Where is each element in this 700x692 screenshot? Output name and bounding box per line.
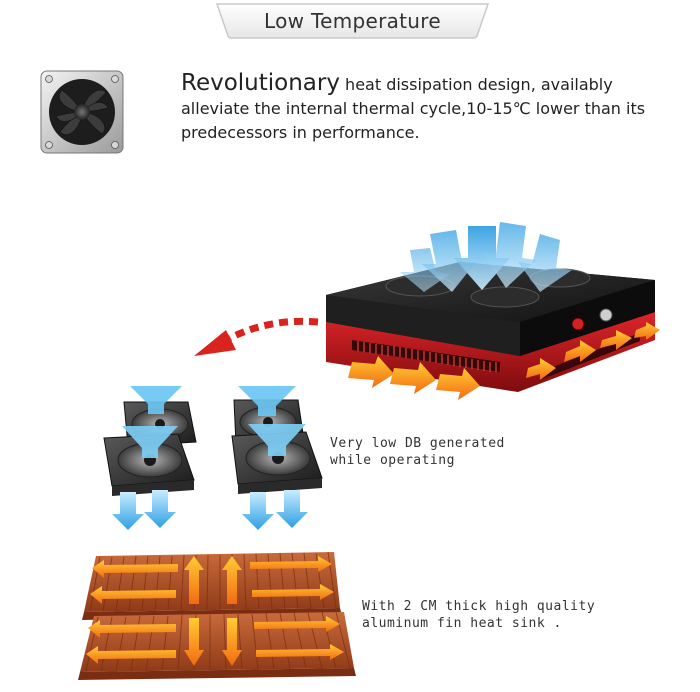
intro-description: Revolutionary heat dissipation design, a… (181, 70, 661, 145)
fans-caption-line-1: Very low DB generated (330, 436, 505, 451)
section-header: Low Temperature (215, 2, 490, 40)
intro-lead: Revolutionary (181, 70, 340, 96)
page-title: Low Temperature (264, 9, 441, 33)
fan-units (103, 399, 323, 496)
heatsink-caption-line-1: With 2 CM thick high quality (362, 599, 596, 614)
intro-text: heat dissipation design, availably allev… (181, 75, 646, 142)
cooling-airflow-arrows (400, 222, 572, 292)
fan-icon (40, 70, 124, 154)
header-tab-shape (215, 3, 490, 39)
fans-caption-line-2: while operating (330, 453, 455, 468)
fan-exhaust-arrows (112, 490, 308, 530)
curved-dashed-arrow-icon (194, 317, 319, 356)
heatsink-caption: With 2 CM thick high quality aluminum fi… (362, 598, 602, 632)
heat-airflow-arrows (348, 322, 660, 400)
fan-intake-arrows (122, 386, 306, 458)
heatsink-caption-line-2: aluminum fin heat sink . (362, 616, 562, 631)
fan-left-front (103, 433, 195, 496)
heat-sink-airflow-arrows (86, 556, 344, 666)
fans-caption: Very low DB generated while operating (330, 435, 530, 469)
